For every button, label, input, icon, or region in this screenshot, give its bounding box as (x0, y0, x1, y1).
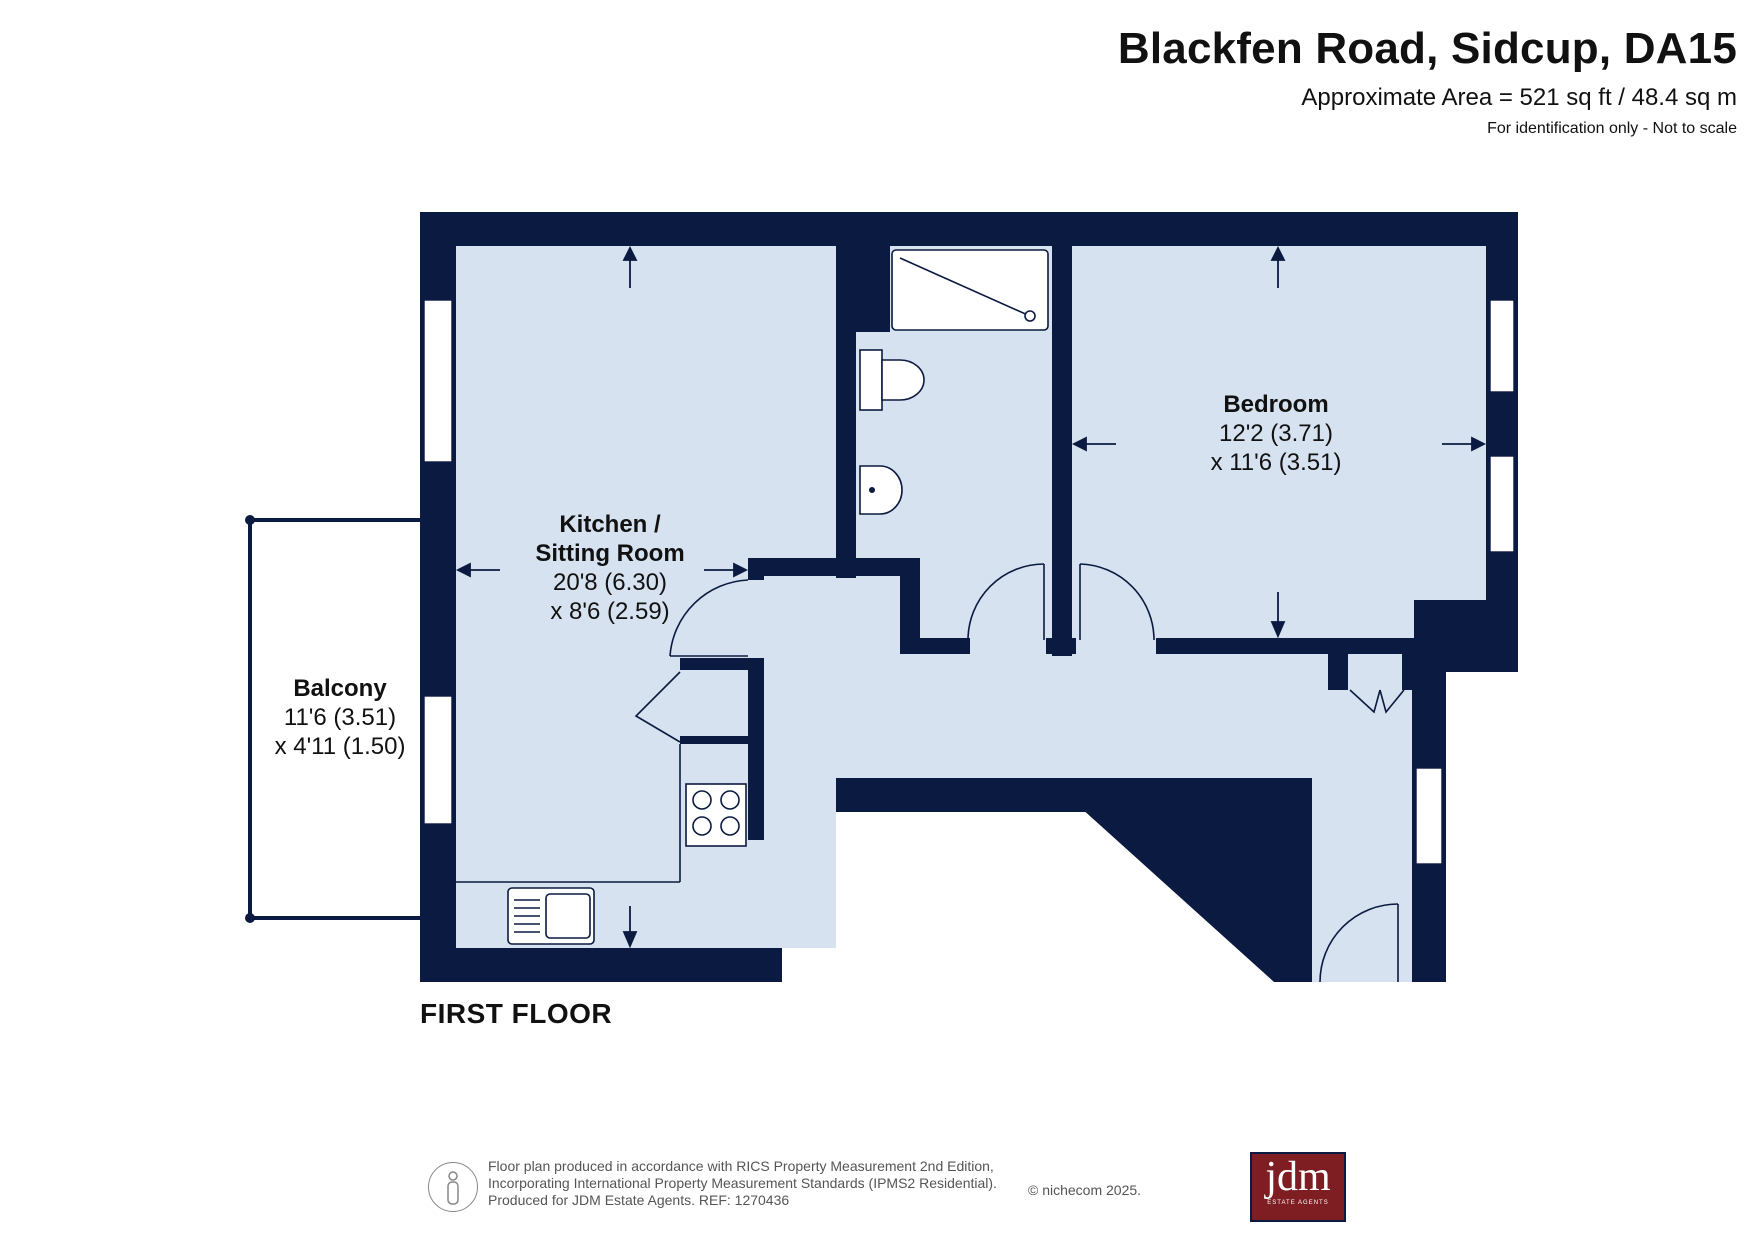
kitchen-dimension-2: x 8'6 (2.59) (550, 598, 670, 625)
toilet-cistern (859, 349, 883, 411)
footer-line-2: Incorporating International Property Mea… (488, 1175, 997, 1191)
bedroom-window-upper (1489, 299, 1515, 393)
balcony-door-glass (423, 695, 453, 825)
footer-line-1: Floor plan produced in accordance with R… (488, 1158, 994, 1174)
kitchen-dimension-1: 20'8 (6.30) (553, 569, 667, 596)
footer-line-3: Produced for JDM Estate Agents. REF: 127… (488, 1192, 790, 1208)
bedroom-name: Bedroom (1223, 391, 1329, 418)
bedroom-label: Bedroom 12'2 (3.71) x 11'6 (3.51) (1186, 390, 1366, 477)
floor-label: FIRST FLOOR (420, 998, 613, 1029)
hall-floor (764, 578, 1412, 778)
copyright: © nichecom 2025. (1028, 1182, 1142, 1198)
kitchen-window (423, 299, 453, 463)
person-icon (428, 1162, 478, 1212)
property-title: Blackfen Road, Sidcup, DA15 (1117, 24, 1737, 73)
balcony-dimension-1: 11'6 (3.51) (283, 704, 397, 731)
jdm-logo: jdm ESTATE AGENTS (1250, 1152, 1346, 1222)
doors (634, 563, 1405, 983)
balcony-dimension-2: x 4'11 (1.50) (274, 733, 406, 760)
bedroom-floor (1072, 246, 1486, 638)
wardrobe-cut (456, 246, 836, 558)
kitchen-name-line2: Sitting Room (535, 540, 685, 567)
basin (859, 465, 903, 515)
balcony-outline (245, 515, 420, 923)
logo-subtext: ESTATE AGENTS (1267, 1200, 1329, 1206)
header: Blackfen Road, Sidcup, DA15 Approximate … (1118, 24, 1737, 138)
footer: Floor plan produced in accordance with R… (428, 1158, 1141, 1212)
bedroom-dimension-2: x 11'6 (3.51) (1210, 449, 1342, 476)
logo-text: jdm (1265, 1154, 1331, 1200)
hall-window (1415, 767, 1443, 865)
fixtures (456, 249, 1049, 945)
balcony-name: Balcony (293, 675, 387, 702)
kitchen-label: Kitchen / Sitting Room 20'8 (6.30) x 8'6… (520, 510, 700, 626)
footer-text: Floor plan produced in accordance with R… (488, 1158, 1048, 1209)
inner-walls (680, 246, 1486, 840)
kitchen-name-line1: Kitchen / (559, 511, 661, 538)
bedroom-window-lower (1489, 455, 1515, 553)
room-floors (456, 246, 1486, 982)
hall-lower (1312, 654, 1412, 982)
bedroom-dimension-1: 12'2 (3.71) (1219, 420, 1333, 447)
balcony-label: Balcony 11'6 (3.51) x 4'11 (1.50) (260, 674, 420, 761)
approximate-area: Approximate Area = 521 sq ft / 48.4 sq m (1301, 84, 1737, 111)
windows (423, 299, 1515, 865)
identification-note: For identification only - Not to scale (1487, 120, 1737, 137)
dimension-arrows (455, 245, 1487, 949)
